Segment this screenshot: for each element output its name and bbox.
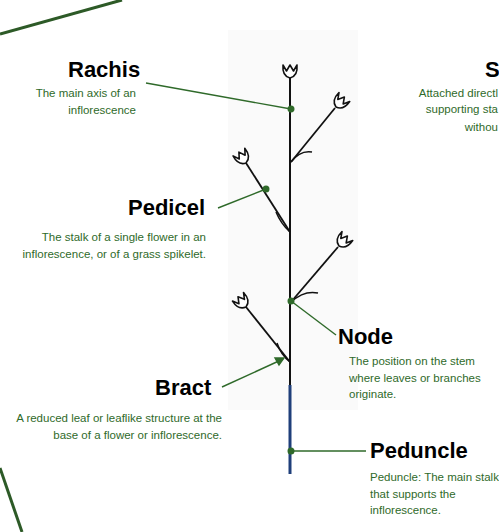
flower-symbol — [331, 92, 350, 111]
frame-stroke — [0, 468, 22, 532]
cropped-definition-text: withou — [380, 119, 498, 136]
scan-shadow — [228, 30, 358, 410]
flower-symbol — [334, 231, 353, 250]
definition-text: The position on the stem where leaves or… — [349, 353, 489, 403]
frame-stroke — [0, 0, 122, 34]
part-name: Peduncle — [370, 438, 468, 464]
peduncle-stem — [289, 385, 292, 474]
leader-line — [222, 360, 281, 387]
pedicel-branch — [246, 163, 290, 232]
flower-symbol — [232, 292, 251, 311]
definition-text: The stalk of a single flower in an inflo… — [1, 229, 206, 262]
flower-symbol — [283, 65, 297, 78]
bract-curve — [291, 292, 318, 302]
cropped-part-name: S — [485, 57, 499, 83]
pedicel-branch — [291, 247, 338, 302]
part-name: Bract — [155, 375, 211, 401]
pedicel-branch — [246, 307, 290, 362]
leader-line — [218, 189, 266, 208]
part-name: Rachis — [68, 57, 140, 83]
leader-arrowhead — [275, 358, 284, 365]
pedicel-branch — [291, 108, 335, 162]
part-name: Node — [338, 324, 393, 350]
cropped-definition-text: supporting sta — [380, 101, 498, 118]
flower-symbol — [233, 148, 252, 167]
leader-line — [291, 301, 336, 335]
bract-curve — [276, 212, 290, 232]
leader-dot — [263, 186, 269, 192]
leader-dot — [288, 106, 294, 112]
definition-text: The main axis of an inflorescence — [14, 85, 136, 118]
definition-text: A reduced leaf or leaflike structure at … — [16, 410, 222, 443]
cropped-definition-text: Attached directl — [380, 85, 498, 102]
definition-text: Peduncle: The main stalk that supports t… — [370, 469, 499, 519]
bract-curve — [291, 152, 312, 162]
part-name: Pedicel — [128, 195, 205, 221]
leader-line — [291, 450, 366, 451]
leader-dot — [288, 298, 294, 304]
leader-line — [146, 83, 291, 109]
leader-dot — [288, 448, 294, 454]
